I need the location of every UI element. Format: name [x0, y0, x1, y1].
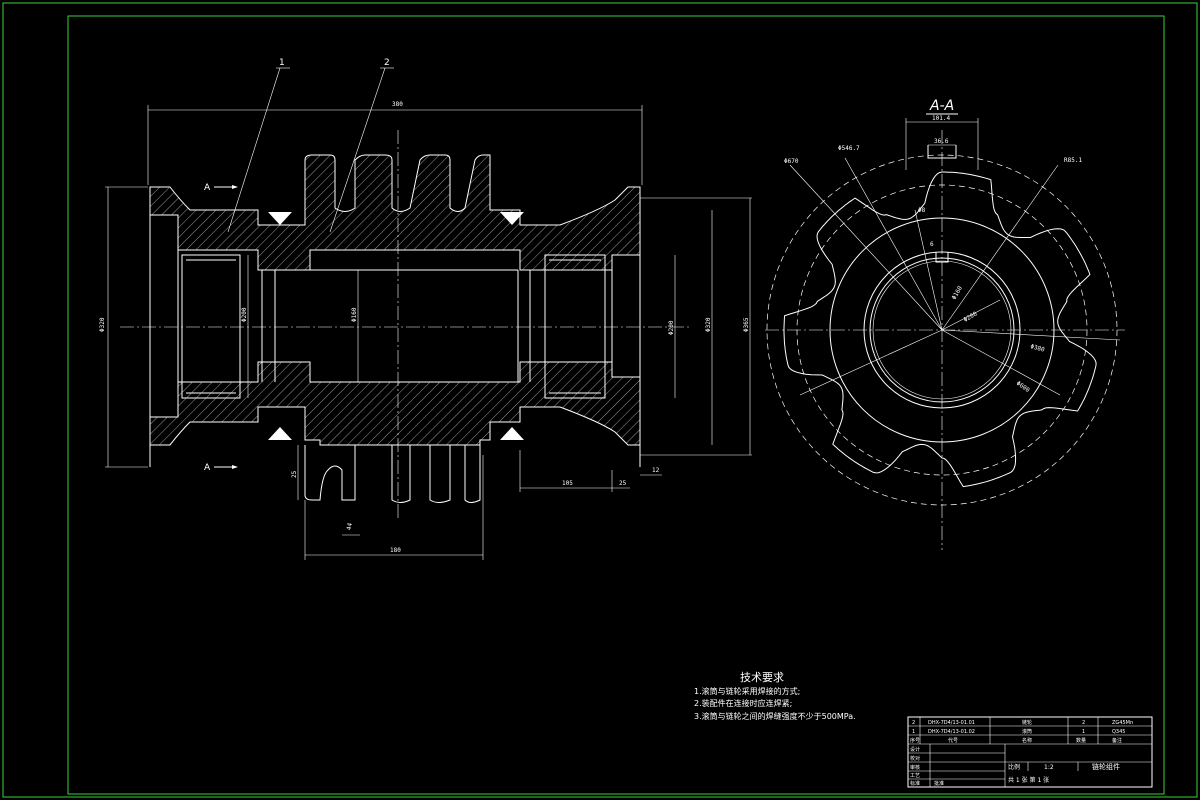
dim-hub-length: 180 — [390, 547, 401, 554]
head-name: 名称 — [1022, 737, 1032, 744]
radial-dim-line — [799, 329, 943, 396]
sprocket-outline — [783, 171, 1097, 488]
radial-dim-line — [789, 164, 943, 331]
row2-no: 1 — [912, 729, 915, 735]
row1-no: 2 — [912, 720, 915, 726]
lower-teeth — [304, 445, 481, 503]
radial-dim-line — [941, 164, 1059, 331]
label-check: 校对 — [910, 755, 920, 762]
part-label-2: 2 — [384, 58, 390, 68]
row1-name: 链轮 — [1022, 719, 1032, 726]
row2-note: Q345 — [1112, 729, 1125, 735]
dim-right-end: 12 — [652, 467, 660, 474]
dim-left-dia: Φ320 — [99, 317, 106, 332]
row2-name: 滚筒 — [1022, 728, 1032, 735]
row1-qty: 2 — [1082, 720, 1085, 726]
dim-key: 6 — [930, 241, 934, 248]
sprocket-view: A-A 101.4 36.6 Φ670 Φ546.7 R85.1 Φ8 6 Φ1… — [765, 98, 1125, 550]
section-view: 380 Φ320 Φ200 Φ160 Φ200 Φ320 Φ365 180 44… — [99, 58, 752, 560]
radial-dim-line — [941, 329, 1121, 341]
dim-bore-right: Φ200 — [668, 320, 675, 335]
radial-dim-line — [914, 209, 943, 331]
sheet-info: 共 1 张 第 1 张 — [1008, 776, 1049, 784]
label-process: 工艺 — [910, 773, 920, 779]
dim-tooth-width: 44 — [346, 522, 354, 531]
dim-bore-left: Φ200 — [241, 307, 248, 322]
head-code: 代号 — [948, 737, 958, 744]
label-design: 设计 — [910, 746, 920, 753]
technical-notes: 技术要求 1.滚筒与链轮采用焊接的方式; 2.装配件在连接时应连焊紧; 3.滚筒… — [694, 671, 856, 721]
note-item-1: 1.滚筒与链轮采用焊接的方式; — [694, 686, 800, 696]
dim-bore-mid: Φ160 — [351, 307, 358, 322]
dim-root: R85.1 — [1064, 157, 1082, 164]
dim-overall-length: 380 — [392, 101, 403, 108]
dim-outer: Φ670 — [784, 158, 799, 165]
inner-border — [67, 15, 1165, 795]
row1-note: ZG45Mn — [1112, 720, 1133, 726]
dim-pitch: Φ546.7 — [838, 145, 860, 152]
part-label-1: 1 — [279, 58, 285, 68]
section-mark-top: A — [204, 183, 211, 193]
lower-section-hatch — [149, 361, 641, 446]
row2-code: DHX-7D4/13-01.02 — [928, 729, 975, 735]
radial-dim-line — [941, 329, 1061, 396]
notes-heading: 技术要求 — [740, 671, 784, 684]
dim-flange-right-2: Φ365 — [743, 317, 750, 332]
upper-section-hatch — [149, 154, 641, 271]
head-note: 备注 — [1112, 737, 1122, 744]
dim-d4: Φ600 — [1015, 380, 1031, 394]
label-standard: 标准 — [910, 780, 920, 787]
label-review: 审核 — [910, 764, 920, 771]
head-qty: 数量 — [1076, 737, 1086, 744]
dim-right-small: 25 — [619, 480, 627, 487]
dim-key-width: 36.6 — [934, 138, 949, 145]
scale-label: 比例 — [1008, 763, 1020, 771]
head-no: 序号 — [910, 737, 920, 744]
part-name: 链轮组件 — [1092, 762, 1120, 771]
row1-code: DHX-7D4/13-01.01 — [928, 720, 975, 726]
section-mark-bottom: A — [204, 463, 211, 473]
radial-dim-line — [941, 299, 1001, 331]
dim-right-len: 105 — [562, 480, 573, 487]
dim-flange-right-1: Φ320 — [705, 317, 712, 332]
title-block: 2 DHX-7D4/13-01.01 链轮 2 ZG45Mn 1 DHX-7D4… — [907, 716, 1153, 788]
sprocket-view-title: A-A — [929, 98, 954, 114]
note-item-3: 3.滚筒与链轮之间的焊缝强度不少于500MPa. — [694, 711, 856, 721]
radial-dim-line — [844, 157, 943, 331]
dim-d1: Φ160 — [951, 285, 964, 301]
dim-top-width: 101.4 — [932, 115, 950, 122]
row2-qty: 1 — [1082, 729, 1085, 735]
label-approve: 批准 — [934, 780, 944, 787]
dim-small: Φ8 — [918, 207, 926, 214]
dim-bottom-h: 25 — [291, 470, 298, 478]
scale-value: 1:2 — [1044, 764, 1054, 771]
note-item-2: 2.装配件在连接时应连焊紧; — [694, 698, 792, 708]
dim-d3: Φ380 — [1029, 343, 1045, 354]
